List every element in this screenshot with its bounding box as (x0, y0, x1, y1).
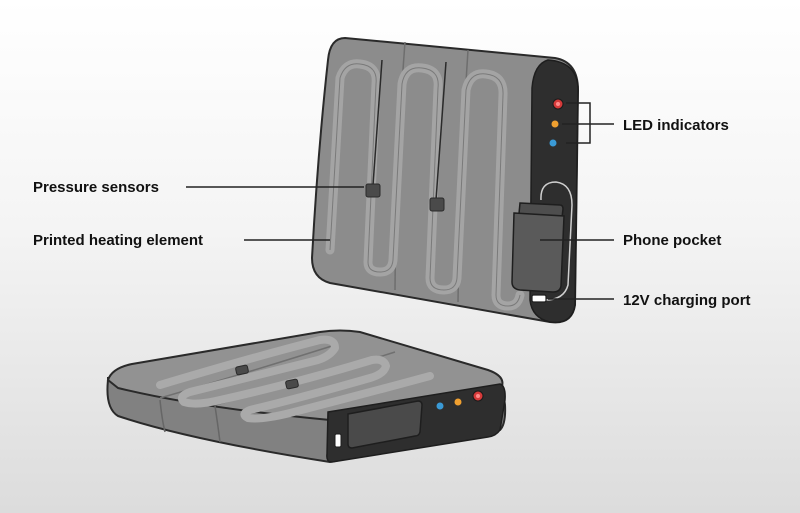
label-charging-port: 12V charging port (623, 292, 751, 309)
seat-blue-led-icon (436, 402, 444, 410)
seat-phone-pocket (347, 400, 423, 449)
blue-led-icon (549, 139, 557, 147)
seat-red-led-highlight (476, 394, 480, 398)
back-cushion (310, 36, 580, 324)
sensor-wire-1 (372, 59, 383, 186)
callout-lines (186, 102, 614, 300)
seat-seam-1 (159, 399, 166, 433)
label-led-indicators: LED indicators (623, 117, 729, 134)
seat-seam-2 (214, 405, 221, 443)
pressure-sensor-2 (429, 197, 445, 212)
label-pressure-sensors: Pressure sensors (33, 179, 159, 196)
seat-cushion (106, 329, 507, 464)
sensor-wire-2 (435, 61, 447, 201)
label-phone-pocket: Phone pocket (623, 232, 721, 249)
orange-led-icon (551, 120, 559, 128)
label-printed-heating-element: Printed heating element (33, 232, 203, 249)
led-bracket-line (562, 102, 614, 144)
seat-pressure-sensor-1 (235, 364, 249, 376)
pressure-sensor-1 (365, 183, 381, 198)
seat-orange-led-icon (454, 398, 462, 406)
back-heating-element-outline (329, 63, 521, 307)
phone-cable (540, 181, 573, 301)
charging-port-icon (531, 294, 547, 303)
seat-pressure-sensor-2 (285, 378, 299, 390)
seat-charging-port-icon (334, 433, 342, 448)
phone-pocket-shape (511, 212, 565, 293)
red-led-highlight (556, 102, 560, 106)
